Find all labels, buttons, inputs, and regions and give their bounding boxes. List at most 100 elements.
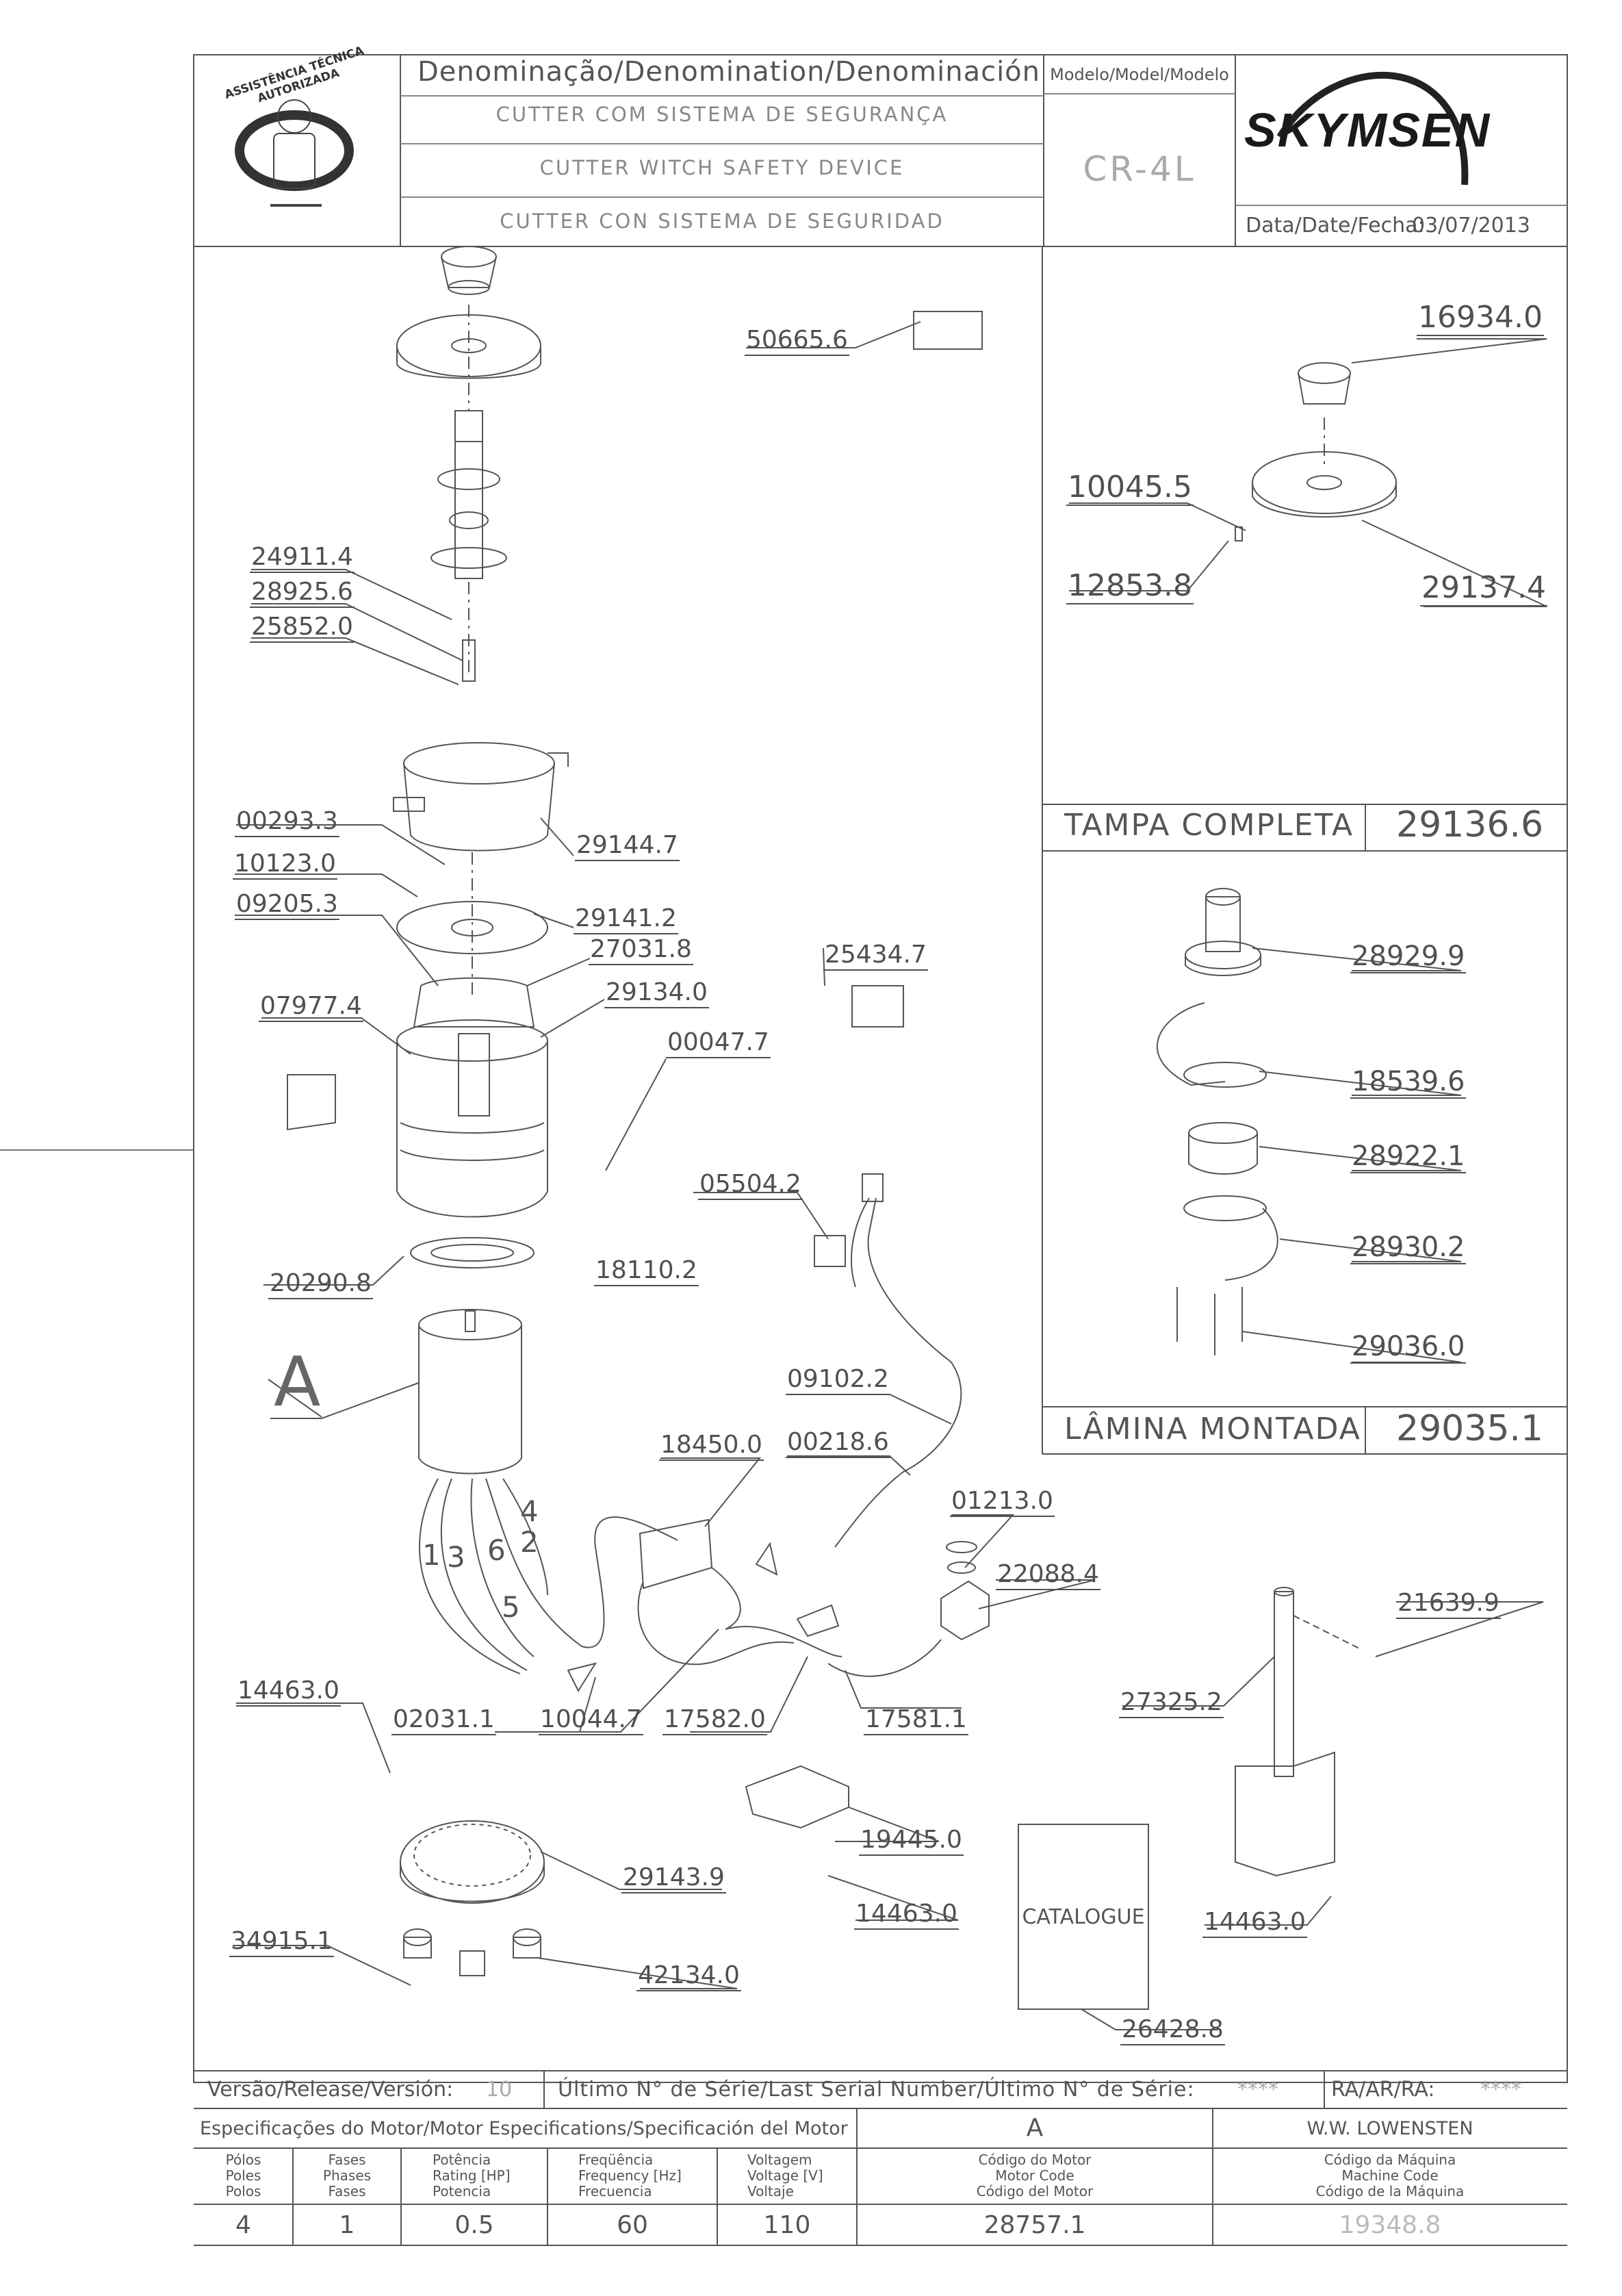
part-21639: 21639.9 (1396, 1590, 1501, 1619)
lamina-montada-code: 29035.1 (1396, 1408, 1544, 1449)
lid-drawing (396, 305, 541, 411)
part-29137: 29137.4 (1420, 571, 1547, 607)
part-27325: 27325.2 (1119, 1689, 1224, 1718)
seal-logo (235, 99, 354, 207)
motor-callout-a: A (274, 1342, 321, 1422)
part-25852: 25852.0 (250, 613, 355, 643)
power-value: 0.5 (454, 2211, 494, 2239)
wire-number: 6 (487, 1533, 506, 1567)
part-18110: 18110.2 (594, 1257, 699, 1286)
connector-drawing (755, 1542, 778, 1576)
power-cable-drawing (814, 1173, 962, 1548)
part-18450: 18450.0 (659, 1431, 764, 1461)
ra-label: RA/AR/RA: (1331, 2078, 1435, 2102)
product-name-en: CUTTER WITCH SAFETY DEVICE (539, 156, 905, 179)
product-name-es: CUTTER CON SISTEMA DE SEGURIDAD (500, 209, 944, 233)
model-value: CR-4L (1083, 149, 1196, 189)
part-17581: 17581.1 (864, 1706, 968, 1735)
part-28929: 28929.9 (1350, 941, 1467, 973)
serial-label: Último N° de Série/Last Serial Number/Úl… (558, 2078, 1195, 2102)
stand-drawing (1235, 1587, 1363, 1877)
brand-logo-text: SKYMSEN (1244, 103, 1491, 157)
wire-number: 2 (520, 1525, 539, 1559)
wire-number: 5 (502, 1590, 520, 1624)
motor-housing-drawing (396, 977, 548, 1218)
part-14463-mid: 14463.0 (854, 1900, 959, 1930)
part-00218: 00218.6 (786, 1429, 890, 1458)
sheet-frame (193, 54, 1568, 2083)
part-19445: 19445.0 (859, 1826, 964, 1856)
knob-drawing (441, 246, 497, 295)
motor-code-value: 28757.1 (983, 2211, 1086, 2239)
part-29143: 29143.9 (621, 1864, 726, 1893)
tampa-completa-title: TAMPA COMPLETA (1064, 808, 1354, 843)
skymsen-logo-swoosh (1276, 71, 1469, 186)
part-26428: 26428.8 (1120, 2016, 1225, 2045)
motor-drawing (418, 1309, 522, 1475)
connector-drawing-2 (567, 1662, 597, 1693)
motor-wires-drawing (419, 1478, 678, 1674)
part-29141: 29141.2 (574, 905, 678, 934)
label-plate-right (851, 985, 904, 1028)
part-34915: 34915.1 (229, 1928, 334, 1957)
frequency-value: 60 (617, 2211, 648, 2239)
part-01213: 01213.0 (950, 1488, 1055, 1517)
part-00047: 00047.7 (666, 1029, 771, 1058)
part-29144: 29144.7 (575, 832, 680, 861)
part-27031: 27031.8 (589, 936, 693, 965)
part-24911: 24911.4 (250, 544, 355, 573)
bracket-drawing (745, 1765, 849, 1829)
part-17582: 17582.0 (662, 1706, 767, 1735)
leader-lines (233, 321, 1547, 2030)
motor-manufacturer: W.W. LOWENSTEN (1306, 2118, 1473, 2139)
part-28922: 28922.1 (1350, 1140, 1467, 1173)
part-29134: 29134.0 (604, 979, 709, 1008)
part-42134: 42134.0 (636, 1962, 741, 1991)
lamina-montada-title: LÂMINA MONTADA (1064, 1412, 1361, 1446)
part-29036: 29036.0 (1350, 1331, 1467, 1364)
part-09205: 09205.3 (235, 891, 339, 920)
wire-number: 4 (520, 1494, 539, 1528)
wire-number: 1 (422, 1538, 441, 1572)
part-25434: 25434.7 (823, 941, 928, 971)
voltage-value: 110 (763, 2211, 811, 2239)
part-02031: 02031.1 (391, 1706, 496, 1735)
machine-code-value: 19348.8 (1339, 2211, 1441, 2239)
model-title: Modelo/Model/Modelo (1050, 65, 1229, 84)
bottom-cover-drawing (400, 1820, 545, 1904)
part-12853: 12853.8 (1066, 569, 1194, 605)
terminal-block-drawing (637, 1518, 795, 1666)
part-14463-right: 14463.0 (1202, 1909, 1307, 1938)
denomination-title: Denominação/Denomination/Denominación (417, 56, 1041, 88)
part-16934: 16934.0 (1417, 301, 1544, 337)
label-plate-left (287, 1074, 336, 1131)
version-label: Versão/Release/Versión: (207, 2078, 454, 2102)
tampa-completa-code: 29136.6 (1396, 804, 1544, 845)
part-22088: 22088.4 (996, 1561, 1100, 1590)
poles-value: 4 (235, 2211, 251, 2239)
ra-value: **** (1480, 2078, 1521, 2102)
date-value: 03/07/2013 (1412, 214, 1530, 238)
switch-drawing (827, 1541, 990, 1677)
motor-spec-label: Especificações do Motor/Motor Especifica… (200, 2118, 848, 2139)
lamina-drawing (1156, 888, 1278, 1355)
motor-letter: A (1026, 2114, 1044, 2142)
date-label: Data/Date/Fecha: (1246, 214, 1425, 238)
part-18539: 18539.6 (1350, 1066, 1467, 1099)
catalogue-box (1018, 1824, 1149, 2010)
product-name-pt: CUTTER COM SISTEMA DE SEGURANÇA (495, 103, 949, 126)
wire-connector (796, 1604, 840, 1637)
serial-value: **** (1237, 2078, 1278, 2102)
part-20290: 20290.8 (268, 1270, 373, 1299)
feet-drawing (403, 1928, 541, 1976)
bowl-drawing (393, 742, 569, 852)
phases-value: 1 (339, 2211, 355, 2239)
version-value: 10 (486, 2078, 513, 2102)
catalogue-label: CATALOGUE (1022, 1905, 1145, 1929)
